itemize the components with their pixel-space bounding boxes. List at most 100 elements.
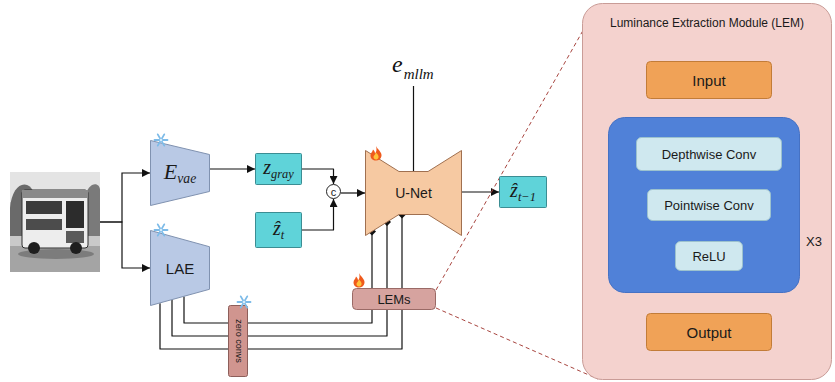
encoder-block-shape <box>151 231 210 306</box>
snowflake-arm <box>241 296 248 307</box>
latent-box-shape <box>256 154 302 185</box>
text-holder: ReLU <box>692 250 725 263</box>
subscript-label: mllm <box>404 67 434 82</box>
connector <box>302 169 334 184</box>
connector <box>302 199 334 230</box>
connector-line <box>401 215 402 289</box>
node-text: Depthwise Conv <box>662 147 757 162</box>
photo-ground <box>10 172 100 272</box>
unet-block-shape <box>366 151 462 236</box>
flame-inner <box>374 153 379 160</box>
subscript-text: vae <box>177 171 196 186</box>
text-holder: Evae <box>164 161 196 186</box>
io-box: Input <box>646 61 772 99</box>
subscript-text: t−1 <box>518 190 536 204</box>
snowflake-arm <box>158 134 165 145</box>
embedding-symbol: e <box>392 52 403 76</box>
layer-box-shape <box>676 242 743 271</box>
text-holder: zero convs <box>234 319 243 363</box>
text-holder: zgray <box>263 157 294 180</box>
io-box-shape <box>647 62 772 99</box>
text-holder: LEMs <box>377 293 410 306</box>
snowflake-arm <box>155 229 168 231</box>
connector-line <box>160 303 228 349</box>
text-holder: X3 <box>806 235 822 248</box>
layer-box: Pointwise Conv <box>647 189 771 221</box>
node-text: U-Net <box>395 185 432 201</box>
bus-photo <box>10 172 100 272</box>
flame-inner <box>357 280 362 287</box>
latent-box: ẑt <box>255 212 302 248</box>
bus-window <box>26 201 62 214</box>
io-box: Output <box>646 313 772 351</box>
flame-outer <box>354 273 365 288</box>
layer-box: Depthwise Conv <box>636 137 782 171</box>
text-holder: LAE <box>166 261 194 276</box>
trainable-flame-icon <box>371 146 382 161</box>
latent-box-shape <box>500 177 547 208</box>
unet-block: U-Net <box>365 150 462 236</box>
text-holder: Depthwise Conv <box>662 148 757 161</box>
bus-wheel <box>28 242 40 254</box>
connector <box>160 297 228 349</box>
bus-body <box>22 190 88 248</box>
connector-line <box>302 169 334 184</box>
node-text: LAE <box>166 260 194 277</box>
layout-lines <box>100 4 598 379</box>
node-text: z <box>263 156 271 178</box>
node-text: Luminance Extraction Module (LEM) <box>610 16 804 30</box>
connector <box>210 169 255 170</box>
snowflake-core <box>242 300 246 304</box>
node-text: Output <box>686 324 731 341</box>
text-holder: Input <box>692 73 725 88</box>
repeat-block-shape <box>609 118 800 293</box>
bus-grille <box>66 231 84 243</box>
flame-outer <box>371 146 382 161</box>
connector <box>341 193 365 194</box>
node-text: ẑ <box>273 217 281 239</box>
bus-windshield <box>66 201 84 228</box>
condition-line <box>413 86 414 172</box>
text-holder: Luminance Extraction Module (LEM) <box>610 17 804 29</box>
snowflake-arm <box>241 296 248 307</box>
connector <box>248 310 402 349</box>
node-text: E <box>164 159 177 184</box>
connector-line <box>302 199 334 230</box>
photo-road <box>10 246 100 272</box>
connector-line <box>210 168 255 169</box>
node-text: X3 <box>806 234 822 249</box>
connector-line <box>184 297 228 323</box>
latent-box-shape <box>256 213 302 248</box>
io-box-shape <box>647 314 772 351</box>
layer-box: ReLU <box>675 241 743 271</box>
bus-wheel <box>70 242 82 254</box>
node-text: ẑ <box>510 179 518 201</box>
image-input-line <box>100 222 150 268</box>
connector-line <box>386 222 387 288</box>
snowflake-arm <box>238 301 251 303</box>
concat-circle: c <box>326 184 341 199</box>
encoder-block: Evae <box>150 140 210 206</box>
bus-roof <box>22 190 88 198</box>
concat-circle-shape <box>327 185 341 199</box>
latent-box: zgray <box>255 153 302 185</box>
node-text: c <box>331 185 337 197</box>
snowflake-core <box>159 138 163 142</box>
layer-box-shape <box>648 190 771 221</box>
subscript-text: t <box>281 228 284 242</box>
connector <box>462 192 499 193</box>
latent-box: ẑt−1 <box>499 176 547 208</box>
zoom-callout-line <box>436 308 598 379</box>
snowflake-arm <box>155 139 168 141</box>
node-text: zero convs <box>234 319 244 363</box>
lem-panel: Luminance Extraction Module (LEM) InputX3… <box>582 3 832 380</box>
connector-line <box>248 310 402 349</box>
trainable-flame-icon <box>354 273 365 288</box>
text-holder: Output <box>686 325 731 340</box>
subscript-text: gray <box>271 167 294 181</box>
snowflake-core <box>159 228 163 232</box>
text-holder: ẑt <box>273 218 284 241</box>
lem-box-shape <box>353 289 436 310</box>
repeat-block: X3Depthwise ConvPointwise ConvReLU <box>608 117 800 293</box>
